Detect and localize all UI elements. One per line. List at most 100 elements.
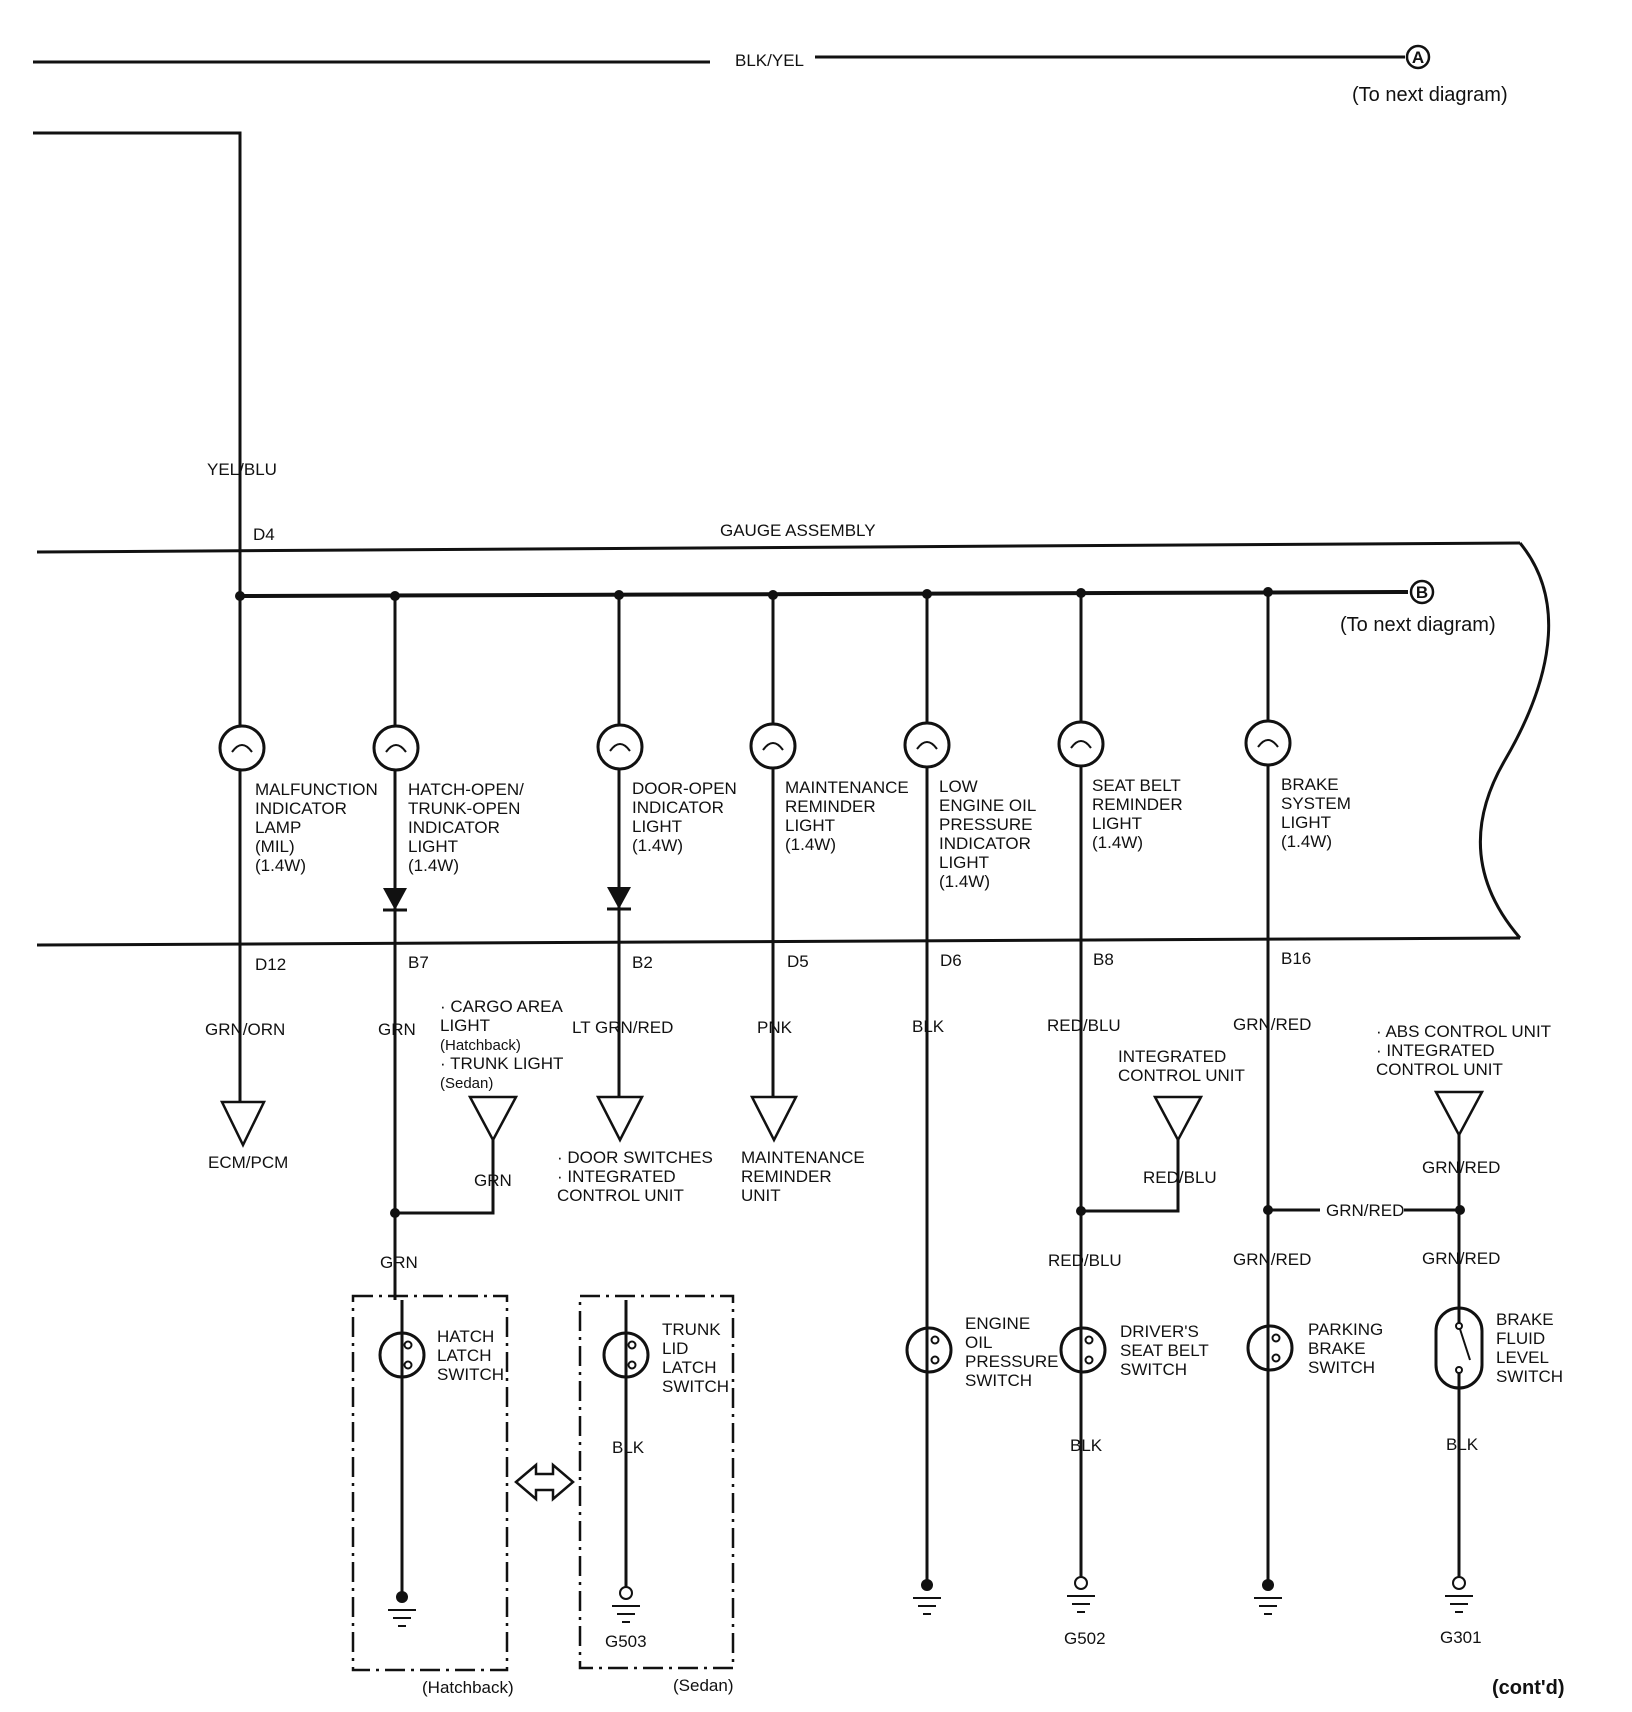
wire-color: GRN/RED xyxy=(1233,1015,1311,1034)
input-pin: D4 xyxy=(253,525,275,544)
fluid-wire-color: GRN/RED xyxy=(1422,1249,1500,1268)
dest-label: MAINTENANCE REMINDER UNIT xyxy=(741,1148,869,1205)
ground-icon xyxy=(1254,1579,1282,1615)
hatchback-box: HATCH LATCH SWITCH (Hatchback) xyxy=(351,1294,514,1697)
ground-icon xyxy=(913,1579,941,1615)
ground-icon xyxy=(612,1586,640,1623)
pin-label: D12 xyxy=(255,955,286,974)
hatch-latch-switch-icon xyxy=(378,1331,426,1379)
seat-belt-switch-icon xyxy=(1059,1326,1107,1374)
gauge-assembly-box: GAUGE ASSEMBLY xyxy=(36,521,1551,947)
bulb-icon xyxy=(596,723,644,771)
cargo-light-label: · CARGO AREA LIGHT (Hatchback) · TRUNK L… xyxy=(440,997,568,1092)
wire-color: GRN xyxy=(378,1020,416,1039)
arrow-down-icon xyxy=(595,1095,645,1143)
bulb-label: BRAKE SYSTEM LIGHT (1.4W) xyxy=(1281,775,1356,851)
pin-label: D6 xyxy=(940,951,962,970)
sedan-caption: (Sedan) xyxy=(673,1676,733,1695)
switch-wire-color: GRN xyxy=(380,1253,418,1272)
bulb-label: MALFUNCTION INDICATOR LAMP (MIL) (1.4W) xyxy=(255,780,383,875)
connector-b-icon xyxy=(1409,579,1435,605)
arrow-down-icon xyxy=(219,1100,267,1148)
hatchback-caption: (Hatchback) xyxy=(422,1678,514,1697)
cargo-wire-color: GRN xyxy=(474,1171,512,1190)
branch-mil: MALFUNCTION INDICATOR LAMP (MIL) (1.4W) … xyxy=(205,596,383,1172)
pin-label: B16 xyxy=(1281,949,1311,968)
input-wire-color: YEL/BLU xyxy=(207,460,277,479)
bulb-icon xyxy=(1244,719,1292,767)
branch-brake: BRAKE SYSTEM LIGHT (1.4W) B16 GRN/RED GR… xyxy=(1233,592,1465,1615)
bulb-icon xyxy=(218,724,266,772)
abs-label: · ABS CONTROL UNIT · INTEGRATED CONTROL … xyxy=(1376,1022,1555,1079)
seat-belt-switch-label: DRIVER'S SEAT BELT SWITCH xyxy=(1120,1322,1213,1379)
arrow-down-icon xyxy=(749,1095,799,1143)
input-wire: YEL/BLU D4 xyxy=(33,131,277,595)
connector-b-letter: B xyxy=(1416,583,1428,602)
branch-hatch-open: HATCH-OPEN/ TRUNK-OPEN INDICATOR LIGHT (… xyxy=(372,596,568,1300)
wire-color: PNK xyxy=(757,1018,793,1037)
abs-wire-color: GRN/RED xyxy=(1422,1158,1500,1177)
bulb-label: MAINTENANCE REMINDER LIGHT (1.4W) xyxy=(785,778,913,854)
bulb-icon xyxy=(1057,720,1105,768)
wire-color: RED/BLU xyxy=(1047,1016,1121,1035)
branch-brake-fluid: · ABS CONTROL UNIT · INTEGRATED CONTROL … xyxy=(1376,1022,1563,1647)
ground-label: G502 xyxy=(1064,1629,1106,1648)
branch-door-open: DOOR-OPEN INDICATOR LIGHT (1.4W) B2 LT G… xyxy=(557,595,742,1205)
arrow-down-icon xyxy=(1152,1095,1204,1143)
splice-junction xyxy=(390,1208,400,1218)
bulb-icon xyxy=(903,721,951,769)
trunk-wire-color: BLK xyxy=(612,1438,645,1457)
gauge-assembly-title: GAUGE ASSEMBLY xyxy=(720,521,876,540)
hatch-latch-switch-label: HATCH LATCH SWITCH xyxy=(437,1327,504,1384)
dest-label: ECM/PCM xyxy=(208,1153,288,1172)
splice-junction xyxy=(1076,1206,1086,1216)
ground-icon xyxy=(388,1591,416,1627)
connector-a-note: (To next diagram) xyxy=(1352,84,1508,106)
splice-junction xyxy=(1263,1205,1273,1215)
icu-wire-color: RED/BLU xyxy=(1143,1168,1217,1187)
diode-icon xyxy=(383,888,407,912)
branch-seat-belt: SEAT BELT REMINDER LIGHT (1.4W) B8 RED/B… xyxy=(1047,593,1245,1648)
top-wire-color: BLK/YEL xyxy=(735,51,804,70)
switch-wire-color: RED/BLU xyxy=(1048,1251,1122,1270)
diode-icon xyxy=(607,887,631,911)
trunk-lid-latch-switch-icon xyxy=(602,1331,650,1379)
bulb-label: SEAT BELT REMINDER LIGHT (1.4W) xyxy=(1092,776,1187,852)
arrow-down-icon xyxy=(467,1095,519,1143)
connector-b-note: (To next diagram) xyxy=(1340,614,1496,636)
branch-maintenance: MAINTENANCE REMINDER LIGHT (1.4W) D5 PNK… xyxy=(741,595,913,1205)
brake-fluid-level-switch-label: BRAKE FLUID LEVEL SWITCH xyxy=(1496,1310,1563,1386)
branch-low-oil-pressure: LOW ENGINE OIL PRESSURE INDICATOR LIGHT … xyxy=(903,594,1059,1615)
continued-label: (cont'd) xyxy=(1492,1677,1565,1699)
wire-color: GRN/ORN xyxy=(205,1020,285,1039)
pin-label: D5 xyxy=(787,952,809,971)
bulb-label: HATCH-OPEN/ TRUNK-OPEN INDICATOR LIGHT (… xyxy=(408,780,529,875)
trunk-ground-label: G503 xyxy=(605,1632,647,1651)
bulb-icon xyxy=(749,722,797,770)
ground-icon xyxy=(1445,1576,1473,1613)
parking-wire-color: GRN/RED xyxy=(1233,1250,1311,1269)
parking-brake-switch-label: PARKING BRAKE SWITCH xyxy=(1308,1320,1388,1377)
trunk-lid-latch-switch-label: TRUNK LID LATCH SWITCH xyxy=(662,1320,729,1396)
sedan-box: TRUNK LID LATCH SWITCH BLK G503 (Sedan) xyxy=(578,1294,735,1695)
link-wire-color: GRN/RED xyxy=(1326,1201,1404,1220)
arrow-down-icon xyxy=(1433,1090,1485,1138)
parking-brake-switch-icon xyxy=(1246,1324,1294,1372)
ground-wire-color: BLK xyxy=(1070,1436,1103,1455)
icu-label: INTEGRATED CONTROL UNIT xyxy=(1118,1047,1245,1085)
ground-icon xyxy=(1067,1576,1095,1613)
bulb-label: DOOR-OPEN INDICATOR LIGHT (1.4W) xyxy=(632,779,742,855)
connector-a-letter: A xyxy=(1412,48,1424,67)
ground-label: G301 xyxy=(1440,1628,1482,1647)
ground-wire-color: BLK xyxy=(1446,1435,1479,1454)
bulb-label: LOW ENGINE OIL PRESSURE INDICATOR LIGHT … xyxy=(939,777,1040,891)
pin-label: B2 xyxy=(632,953,653,972)
internal-bus: B (To next diagram) xyxy=(235,579,1496,636)
top-wire: BLK/YEL A (To next diagram) xyxy=(33,44,1508,106)
brake-fluid-level-switch-icon xyxy=(1434,1306,1484,1390)
pin-label: B8 xyxy=(1093,950,1114,969)
connector-a-icon xyxy=(1405,44,1431,70)
bulb-icon xyxy=(372,724,420,772)
dest-label: · DOOR SWITCHES · INTEGRATED CONTROL UNI… xyxy=(557,1148,718,1205)
